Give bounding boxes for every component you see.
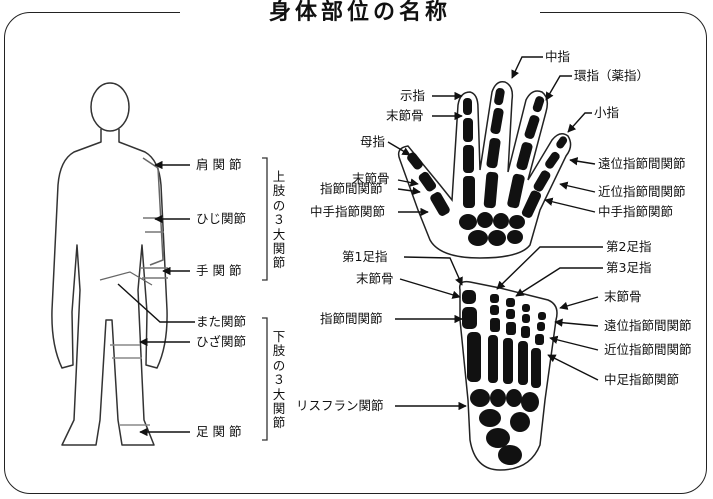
foot-figure bbox=[458, 280, 558, 471]
label-hip-joint: また関節 bbox=[196, 314, 247, 329]
label-middle-finger: 中指 bbox=[545, 49, 571, 64]
label-hand-distal-phalanx-top: 末節骨 bbox=[386, 108, 424, 123]
label-thumb: 母指 bbox=[360, 134, 386, 149]
label-shoulder-joint: 肩 関 節 bbox=[196, 157, 242, 172]
label-hand-distal-phalanx: 末節骨 bbox=[352, 171, 390, 186]
body-figure bbox=[51, 82, 168, 446]
label-lisfranc-joint: リスフラン関節 bbox=[296, 398, 384, 413]
label-hand-mcp-joint-right: 中手指節関節 bbox=[598, 204, 674, 219]
label-second-toe: 第2足指 bbox=[606, 239, 652, 254]
label-ring-finger: 環指（薬指） bbox=[574, 68, 650, 83]
label-elbow-joint: ひじ関節 bbox=[196, 211, 247, 226]
hand-pointer-lines bbox=[387, 56, 596, 217]
label-index-finger: 示指 bbox=[400, 88, 426, 103]
group-brackets bbox=[262, 157, 268, 441]
page-title: 身体部位の名称 bbox=[180, 0, 540, 30]
foot-pointer-lines bbox=[395, 246, 603, 411]
label-little-finger: 小指 bbox=[594, 105, 620, 120]
label-ankle-joint: 足 関 節 bbox=[196, 424, 242, 439]
label-third-toe: 第3足指 bbox=[606, 260, 652, 275]
label-foot-ip-joint: 指節間関節 bbox=[320, 311, 383, 326]
label-knee-joint: ひざ関節 bbox=[196, 334, 247, 349]
label-foot-pip-joint: 近位指節間関節 bbox=[604, 342, 692, 357]
label-lower-limb-group: 下肢の３大関節 bbox=[272, 329, 286, 431]
label-first-toe: 第1足指 bbox=[342, 249, 388, 264]
label-foot-mtp-joint: 中足指節関節 bbox=[604, 372, 680, 387]
body-pointer-lines bbox=[117, 160, 195, 437]
label-upper-limb-group: 上肢の３大関節 bbox=[272, 169, 286, 271]
label-foot-dip-joint: 遠位指節間関節 bbox=[604, 318, 692, 333]
hand-figure bbox=[397, 80, 572, 259]
label-hand-ip-joint: 指節間関節 bbox=[320, 181, 383, 196]
label-wrist-joint: 手 関 節 bbox=[196, 263, 242, 278]
label-hand-pip-joint: 近位指節間関節 bbox=[598, 184, 686, 199]
label-foot-distal-phalanx-left: 末節骨 bbox=[356, 271, 394, 286]
label-hand-dip-joint: 遠位指節間関節 bbox=[598, 156, 686, 171]
label-foot-distal-phalanx-right: 末節骨 bbox=[604, 289, 642, 304]
label-hand-mcp-joint-left: 中手指節関節 bbox=[310, 204, 386, 219]
